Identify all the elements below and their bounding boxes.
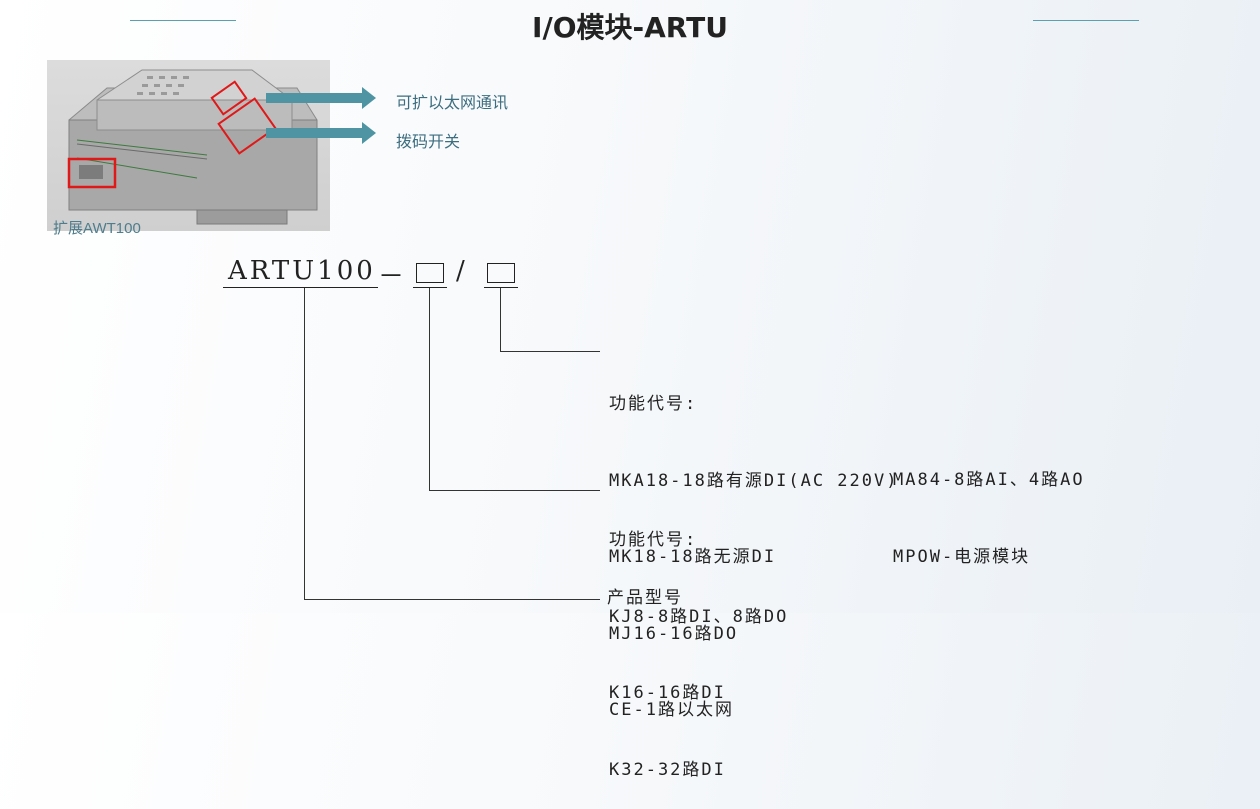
function-a-heading: 功能代号: <box>609 530 698 550</box>
function-a-list: 功能代号: KJ8-8路DI、8路DO K16-16路DI K32-32路DI <box>609 477 788 809</box>
function-b-item-right: MA84-8路AI、4路AO <box>893 470 1085 490</box>
model-code-underline <box>223 287 378 288</box>
function-b-item: MKA18-18路有源DI(AC 220V) <box>609 470 899 491</box>
model-code-slash: / <box>456 256 468 286</box>
function-a-item: K32-32路DI <box>609 759 726 780</box>
slot-a-underline <box>413 287 447 288</box>
bracket-a-vertical <box>429 288 430 490</box>
header-decoration-left <box>130 20 236 21</box>
device-illustration <box>67 69 318 225</box>
bracket-a-horizontal <box>429 490 600 491</box>
slot-b-underline <box>484 287 518 288</box>
header-decoration-right <box>1033 20 1139 21</box>
bracket-b-vertical <box>500 288 501 351</box>
product-type-label: 产品型号 <box>607 588 683 608</box>
bracket-product-vertical <box>304 288 305 599</box>
model-code-dash: － <box>378 262 408 292</box>
function-b-item-right: MPOW-电源模块 <box>893 546 1031 567</box>
model-code-slot-a <box>416 263 444 283</box>
callout-arrow-ethernet <box>266 87 376 109</box>
function-b-list-right: MA84-8路AI、4路AO MPOW-电源模块 <box>893 417 1085 596</box>
function-b-item: MK18-18路无源DI <box>609 547 777 567</box>
device-photo <box>47 60 330 231</box>
bracket-product-horizontal <box>304 599 600 600</box>
bracket-b-horizontal <box>500 351 600 352</box>
function-a-item: K16-16路DI <box>609 683 726 703</box>
page-title: I/O模块-ARTU <box>532 11 728 44</box>
device-caption: 扩展AWT100 <box>53 220 141 237</box>
model-code-base: ARTU100 <box>228 256 376 286</box>
callout-ethernet-label: 可扩以太网通讯 <box>396 93 509 112</box>
model-code-slot-b <box>487 263 515 283</box>
callout-arrow-dip-switch <box>266 122 376 144</box>
callout-dip-switch-label: 拨码开关 <box>396 132 461 151</box>
function-b-heading: 功能代号: <box>609 394 698 414</box>
